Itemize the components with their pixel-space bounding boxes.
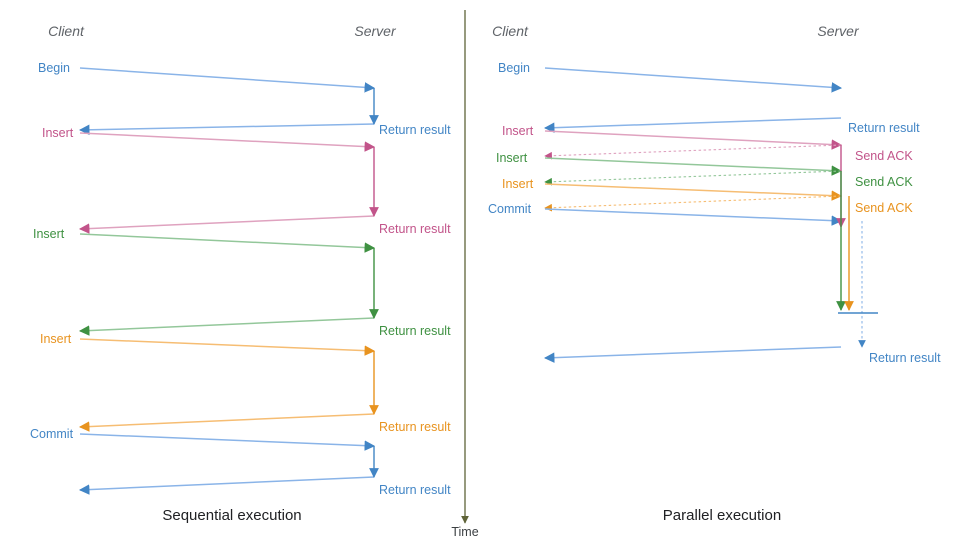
message-label: Commit [488,202,532,216]
panel-caption-parallel: Parallel execution [663,507,781,524]
message-label: Begin [498,61,530,75]
message-label: Return result [379,483,451,497]
message-arrow-blue-response [543,117,842,133]
message-label: Insert [502,124,534,138]
actor-label-client: Client [48,23,85,39]
actor-label-client: Client [492,23,529,39]
message-label: Return result [869,351,941,365]
message-label: Send ACK [855,175,913,189]
message-arrow-green-response [544,170,842,186]
time-axis-label: Time [451,525,478,539]
message-label: Insert [502,177,534,191]
actor-label-server: Server [817,23,860,39]
message-arrow-green-request [544,157,843,176]
message-arrow-orange-request [544,183,843,201]
message-label: Send ACK [855,149,913,163]
panel-caption-sequential: Sequential execution [162,507,301,524]
message-label: Insert [33,227,65,241]
message-label: Send ACK [855,201,913,215]
message-arrow-blue-request [544,208,843,226]
message-label: Begin [38,61,70,75]
message-arrow-pink-response [78,215,375,234]
message-arrow-orange-request [79,338,376,356]
message-label: Return result [379,420,451,434]
message-arrow-blue-response [78,123,375,136]
message-label: Commit [30,427,74,441]
message-arrow-green-response [78,317,375,336]
message-label: Insert [40,332,72,346]
message-arrow-pink-request [544,130,843,150]
message-label: Return result [379,324,451,338]
message-arrow-orange-response [78,413,375,432]
message-arrow-blue-request [544,67,843,93]
message-arrow-blue-response [543,346,842,363]
message-arrow-pink-request [79,132,376,152]
message-label: Return result [848,121,920,135]
message-arrow-green-request [79,233,376,253]
message-arrow-blue-request [79,433,376,451]
message-arrow-orange-response [544,195,842,212]
message-arrow-blue-response [78,476,375,495]
message-label: Insert [496,151,528,165]
message-arrow-blue-request [79,67,376,93]
message-label: Return result [379,123,451,137]
time-axis-group: Time [451,10,479,539]
message-label: Return result [379,222,451,236]
message-arrow-pink-response [544,144,842,160]
message-label: Insert [42,126,74,140]
actor-label-server: Server [354,23,397,39]
